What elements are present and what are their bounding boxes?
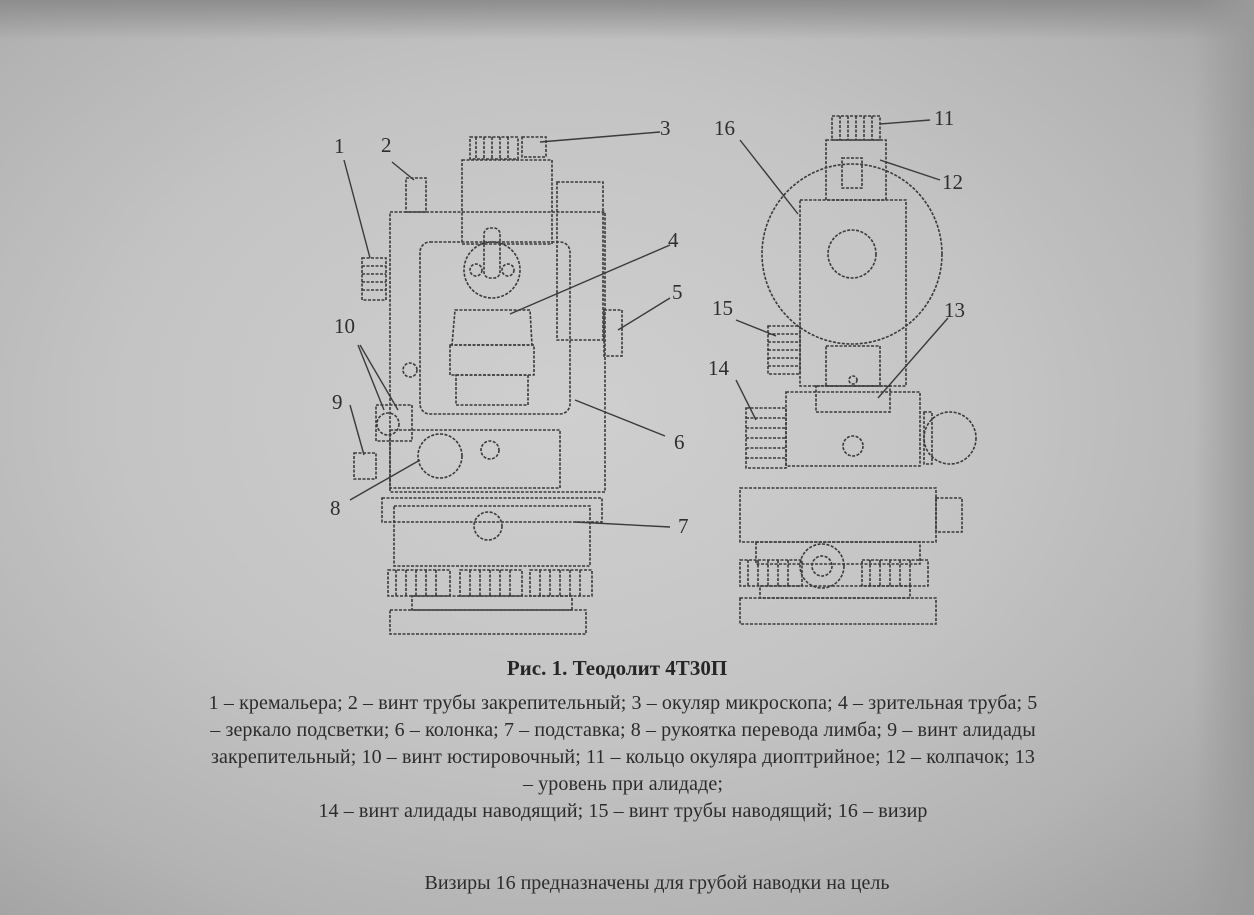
front-view bbox=[343, 131, 671, 635]
callout-15: 15 bbox=[712, 296, 733, 320]
callout-9: 9 bbox=[332, 390, 343, 414]
callout-11: 11 bbox=[934, 106, 955, 130]
callout-3: 3 bbox=[660, 116, 671, 140]
page-edge-shadow-right bbox=[1194, 0, 1254, 915]
callout-4: 4 bbox=[668, 228, 679, 252]
caption-line: закрепительный; 10 – винт юстировочный; … bbox=[211, 746, 1035, 768]
callout-2: 2 bbox=[381, 133, 392, 157]
caption-line: 14 – винт алидады наводящий; 15 – винт т… bbox=[318, 800, 928, 822]
callout-13: 13 bbox=[944, 298, 965, 322]
figure-caption-legend: 1 – кремальера; 2 – винт трубы закрепите… bbox=[108, 690, 1138, 825]
callout-14: 14 bbox=[708, 356, 729, 380]
callout-6: 6 bbox=[674, 430, 685, 454]
callout-8: 8 bbox=[330, 496, 341, 520]
side-view bbox=[735, 115, 977, 625]
callout-12: 12 bbox=[942, 170, 963, 194]
theodolite-figure: 1 2 3 4 5 6 7 8 9 10 11 12 13 14 15 16 bbox=[330, 106, 977, 635]
caption-line: – уровень при алидаде; bbox=[522, 773, 724, 795]
callout-16: 16 bbox=[714, 116, 735, 140]
caption-line: 1 – кремальера; 2 – винт трубы закрепите… bbox=[208, 692, 1038, 714]
note-text: Визиры 16 предназначены для грубой навод… bbox=[424, 872, 890, 894]
caption-line: – зеркало подсветки; 6 – колонка; 7 – по… bbox=[210, 719, 1036, 741]
callout-1: 1 bbox=[334, 134, 345, 158]
callout-7: 7 bbox=[678, 514, 689, 538]
callout-10: 10 bbox=[334, 314, 355, 338]
page-edge-shadow bbox=[0, 0, 1254, 40]
figure-caption-title: Рис. 1. Теодолит 4Т30П bbox=[506, 656, 728, 680]
callout-5: 5 bbox=[672, 280, 683, 304]
theodolite-drawing bbox=[343, 115, 977, 635]
